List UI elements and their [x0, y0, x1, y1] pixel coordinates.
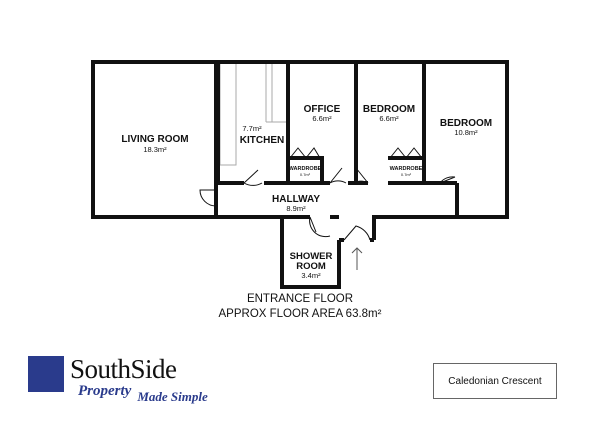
entrance-door-swing — [343, 225, 371, 241]
living-door-swing — [199, 189, 217, 207]
top-wall — [216, 60, 509, 219]
entrance-arrow-icon — [351, 247, 363, 270]
shower-room-label-line1: SHOWER — [290, 251, 333, 262]
bedroom2-door-swing — [439, 176, 456, 184]
door-swings — [199, 147, 456, 241]
wardrobe2-door-swing — [389, 147, 423, 159]
address-text: Caledonian Crescent — [448, 375, 542, 387]
hallway-area: 8.9m² — [286, 204, 306, 213]
living-room-area: 18.3m² — [143, 145, 167, 154]
hallway-label: HALLWAY — [272, 194, 320, 205]
wardrobe-2-walls — [388, 156, 426, 183]
kitchen-area: 7.7m² — [242, 124, 262, 133]
shower-door-swing — [309, 216, 331, 238]
kitchen-label: KITCHEN — [240, 135, 284, 146]
logo-tagline-1: Property — [78, 383, 132, 399]
wardrobe-1-walls — [288, 156, 324, 183]
office-door-swing — [329, 167, 347, 184]
hallway-bottom-wall — [218, 215, 341, 289]
wardrobe-1-label: WARDROBE — [289, 166, 322, 172]
living-room-label: LIVING ROOM — [121, 134, 188, 145]
logo-tagline-2: Made Simple — [137, 389, 208, 404]
walls — [91, 60, 509, 289]
office-area: 6.6m² — [312, 114, 332, 123]
floor-caption: ENTRANCE FLOOR — [246, 293, 354, 305]
bedroom1-door-swing — [353, 167, 369, 184]
office-label: OFFICE — [304, 104, 341, 115]
logo-square-icon — [28, 356, 64, 392]
floor-area-caption: APPROX FLOOR AREA 63.8m² — [218, 308, 382, 320]
wardrobe-2-area: 0.7m² — [401, 172, 412, 177]
bedroom-1-label: BEDROOM — [363, 104, 415, 115]
shower-room-label-line2: ROOM — [296, 261, 326, 272]
kitchen-counter — [219, 64, 286, 166]
shower-room-area: 3.4m² — [301, 271, 321, 280]
bedroom-2-area: 10.8m² — [454, 128, 478, 137]
bedroom-2-label: BEDROOM — [440, 118, 492, 129]
kitchen-door-swing — [243, 169, 263, 186]
address-box: Caledonian Crescent — [433, 363, 557, 399]
logo-brand-name: SouthSide — [70, 354, 177, 384]
wardrobe-2-label: WARDROBE — [390, 166, 423, 172]
logo-tagline: Property Made Simple — [78, 382, 208, 404]
company-logo: SouthSide Property Made Simple — [28, 354, 218, 406]
wardrobe-1-area: 0.7m² — [300, 172, 311, 177]
wardrobe1-door-swing — [289, 147, 321, 159]
bedroom-1-area: 6.6m² — [379, 114, 399, 123]
